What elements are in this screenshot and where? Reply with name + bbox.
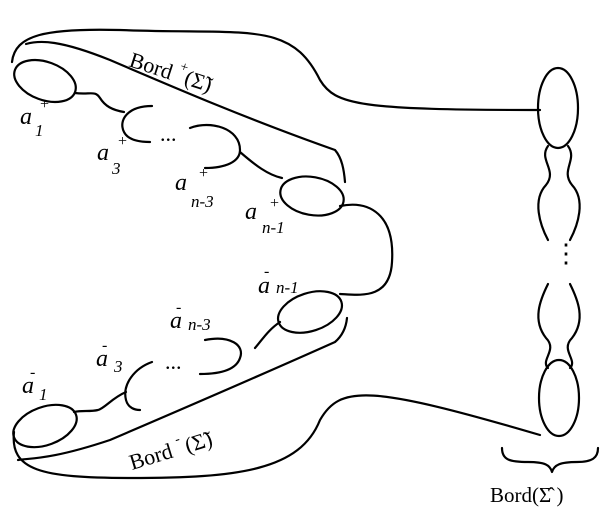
label-bord-minus: Bord - (Σ̃)	[126, 426, 216, 475]
label-an1-plus-sup: +	[270, 195, 279, 212]
label-a3-plus-base: a	[97, 140, 109, 166]
right-wiggle-right	[566, 144, 581, 242]
right-wiggle-right-lower	[566, 282, 581, 370]
ellipsis-top: ...	[160, 121, 177, 146]
hole-a3-minus	[124, 360, 154, 412]
label-a3-minus-sup: -	[102, 337, 107, 354]
label-a3-plus-sup: +	[118, 133, 127, 150]
middle-loop	[338, 203, 394, 296]
label-a1-minus-sup: -	[30, 364, 35, 381]
label-an3-minus: a - n-3	[170, 299, 211, 334]
label-an1-plus-sub: n-1	[262, 218, 285, 237]
label-an1-minus-sup: -	[264, 263, 269, 280]
label-an1-plus-base: a	[245, 199, 257, 225]
label-bord-minus-base: Bord	[126, 438, 175, 475]
hole-an3-plus	[188, 123, 242, 170]
label-bord-hat: Bord(Σ̂ )	[490, 483, 563, 507]
right-circle-bottom	[537, 358, 581, 438]
label-an3-plus-base: a	[175, 170, 187, 196]
label-a1-plus-sub: 1	[35, 121, 44, 140]
right-wiggle-left	[537, 144, 552, 242]
label-a1-plus-sup: +	[40, 96, 49, 113]
boundary-circle-a1-minus	[12, 403, 78, 449]
right-wiggle-left-lower	[537, 282, 552, 370]
chain-bottom-segment-2	[72, 390, 128, 414]
bracket-bord-minus	[16, 316, 349, 462]
chain-bottom-segment-1	[253, 320, 282, 350]
hole-an3-minus	[198, 337, 243, 376]
chain-top-segment-2	[238, 150, 284, 180]
label-bord-plus-base: Bord	[126, 47, 176, 84]
label-bord-minus-arg: (Σ̃)	[182, 426, 216, 458]
bracket-bord-plus	[24, 40, 347, 184]
label-a3-minus-sub: 3	[113, 357, 123, 376]
outer-boundary-bottom	[12, 394, 542, 480]
label-an1-minus-base: a	[258, 273, 270, 299]
ellipsis-bottom: ...	[165, 349, 182, 374]
chain-top-segment-1	[73, 91, 126, 114]
hole-a3-plus	[121, 104, 154, 144]
label-an3-minus-sub: n-3	[188, 315, 211, 334]
label-bord-plus: Bord + (Σ̃)	[126, 47, 216, 97]
label-a3-plus: a + 3	[97, 133, 127, 178]
label-a1-plus-base: a	[20, 104, 32, 130]
ellipsis-vertical: ⋮	[553, 239, 579, 268]
brace-bord-hat	[500, 446, 600, 474]
boundary-circle-an1-plus	[279, 175, 345, 217]
label-an3-minus-base: a	[170, 308, 182, 334]
label-an1-minus: a - n-1	[258, 263, 299, 299]
label-a3-plus-sub: 3	[111, 159, 121, 178]
label-a1-minus-base: a	[22, 373, 34, 399]
label-a1-plus: a + 1	[20, 96, 49, 140]
label-an3-plus-sup: +	[199, 165, 208, 182]
label-an3-minus-sup: -	[176, 299, 181, 316]
label-an3-plus-sub: n-3	[191, 192, 214, 211]
label-an1-plus: a + n-1	[245, 195, 285, 237]
label-a3-minus: a - 3	[96, 337, 123, 376]
right-circle-top	[536, 66, 580, 150]
label-a1-minus-sub: 1	[39, 385, 48, 404]
label-bord-minus-sup: -	[173, 432, 182, 448]
label-a1-minus: a - 1	[22, 364, 48, 404]
outer-boundary-top	[10, 28, 542, 112]
label-a3-minus-base: a	[96, 346, 108, 372]
label-an1-minus-sub: n-1	[276, 278, 299, 297]
label-an3-plus: a + n-3	[175, 165, 214, 211]
